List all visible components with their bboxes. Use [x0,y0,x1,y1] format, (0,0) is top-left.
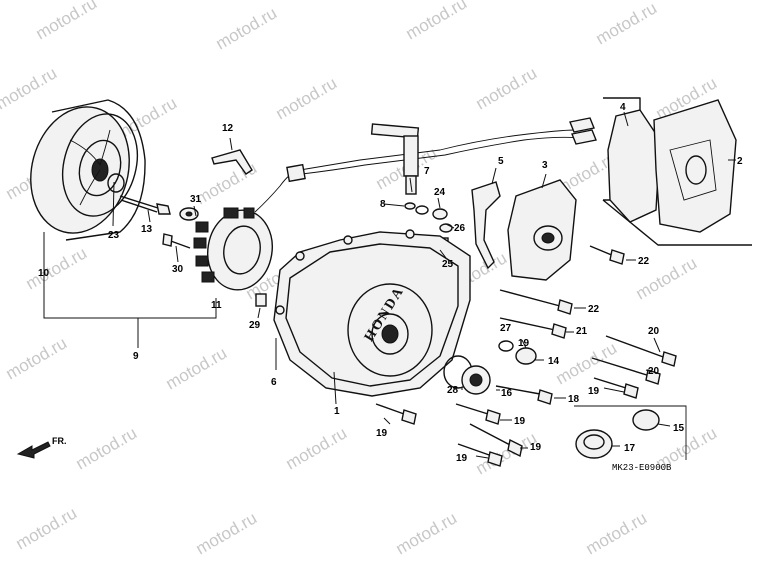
stator-part [193,169,301,291]
callout-19-inspection: 19 [518,338,530,349]
callout-13: 13 [141,224,153,235]
callout-9: 9 [133,351,139,362]
watermark: motod.ru [393,508,461,558]
callout-29: 29 [249,320,261,331]
watermark: motod.ru [473,63,541,113]
callout-19-lower-center: 19 [456,453,468,464]
watermark: motod.ru [403,0,471,43]
watermark: motod.ru [23,243,91,293]
stator-bolt-part [162,233,191,249]
callout-6: 6 [271,377,277,388]
callout-5: 5 [498,156,504,167]
callout-17: 17 [624,443,636,454]
watermark: motod.ru [73,423,141,473]
callout-19-lower-left: 19 [376,428,388,439]
watermark: motod.ru [13,503,81,553]
cover-bolts-part [375,245,677,467]
crankcase-cover-part: HONDA [273,229,471,397]
small-cover-part [507,179,577,281]
watermark: motod.ru [213,3,281,53]
callout-14: 14 [548,356,560,367]
callout-20-lower: 20 [648,366,660,377]
callout-31: 31 [190,194,202,205]
callout-8: 8 [380,199,386,210]
callout-18: 18 [568,394,580,405]
callout-27: 27 [500,323,512,334]
callout-15: 15 [673,423,685,434]
callout-3: 3 [542,160,548,171]
callout-19-right: 19 [588,386,600,397]
callout-10: 10 [38,268,50,279]
callout-labels: 1 2 3 4 5 6 7 8 9 10 11 12 13 14 15 16 1… [38,102,743,464]
front-direction-indicator: FR. [16,436,67,459]
callout-26: 26 [454,223,466,234]
callout-28: 28 [447,385,459,396]
watermark: motod.ru [473,428,541,478]
wire-harness-part [286,117,597,183]
flywheel-part [30,99,146,241]
watermark: motod.ru [193,508,261,558]
watermark: motod.ru [583,508,651,558]
dowel-part [255,293,267,307]
callout-24: 24 [434,187,446,198]
watermark: motod.ru [593,0,661,48]
oring-and-plug-part [443,355,491,395]
watermark: motod.ru [0,63,60,113]
callout-1: 1 [334,406,340,417]
bracket-part [471,181,501,270]
callout-19-lower-right: 19 [530,442,542,453]
callout-23: 23 [108,230,120,241]
callout-22-upper: 22 [638,256,650,267]
callout-12: 12 [222,123,234,134]
watermark: motod.ru [163,343,231,393]
filler-plugs-part [575,409,660,459]
callout-25: 25 [442,259,454,270]
front-marker-label: FR. [52,436,67,446]
callout-7: 7 [424,166,430,177]
callout-2: 2 [737,156,743,167]
leader-lines [43,111,736,460]
drawing-code: MK23-E0900B [612,463,672,473]
flywheel-bolt-part [119,195,199,221]
callout-16: 16 [501,388,513,399]
sprocket-cover-group [602,97,752,246]
callout-20-upper: 20 [648,326,660,337]
watermark: motod.ru [33,0,101,43]
watermark: motod.ru [283,423,351,473]
callout-22-lower: 22 [588,304,600,315]
watermark: motod.ru [3,333,71,383]
callout-21: 21 [576,326,588,337]
wire-clip-part [211,149,253,175]
callout-11: 11 [211,300,222,311]
callout-30: 30 [172,264,184,275]
callout-19-center: 19 [514,416,526,427]
callout-4: 4 [620,102,626,113]
watermark: motod.ru [273,73,341,123]
